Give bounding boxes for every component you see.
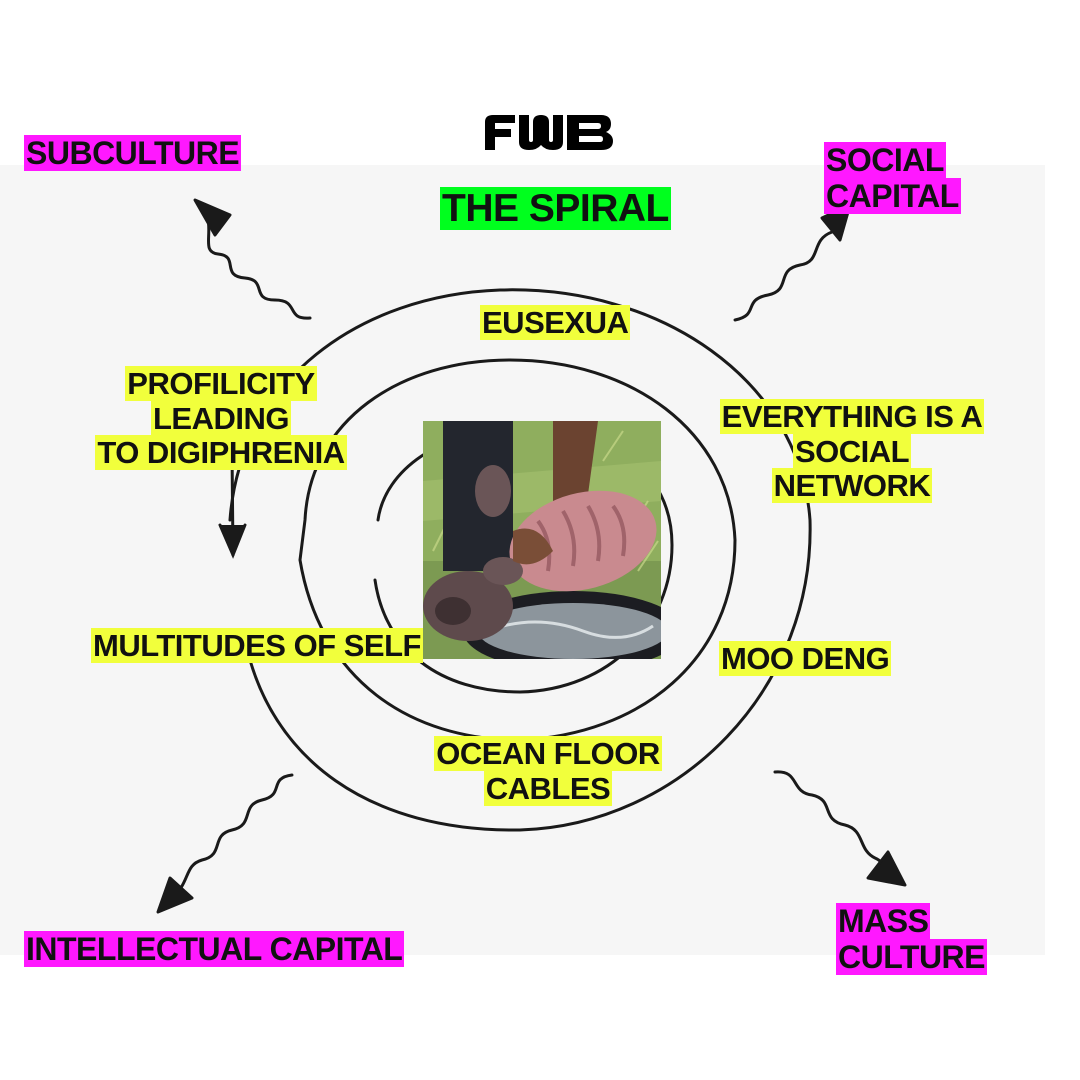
fwb-logo xyxy=(483,112,615,157)
arrow-head-mass-culture xyxy=(866,850,907,887)
everything-line-1: EVERYTHING IS A xyxy=(719,399,985,434)
moo-deng-photo xyxy=(423,421,661,659)
hippo-photo-illustration xyxy=(423,421,661,659)
social-capital-text: SOCIAL CAPITAL xyxy=(824,142,961,214)
arrow-head-intellectual-capital xyxy=(156,876,194,914)
label-eusexua: EUSEXUA xyxy=(480,305,631,341)
title-text: THE SPIRAL xyxy=(440,187,671,230)
profilicity-line-1: PROFILICITY LEADING xyxy=(125,366,317,436)
label-subculture: SUBCULTURE xyxy=(24,135,242,172)
mass-culture-text: MASS CULTURE xyxy=(836,903,987,975)
subculture-text: SUBCULTURE xyxy=(24,135,242,171)
profilicity-line-2: TO DIGIPHRENIA xyxy=(95,435,347,471)
fwb-logo-mark xyxy=(485,115,613,150)
multitudes-text: MULTITUDES OF SELF xyxy=(91,628,423,663)
arrow-head-subculture xyxy=(193,198,232,237)
moo-deng-text: MOO DENG xyxy=(719,641,892,676)
label-multitudes-of-self: MULTITUDES OF SELF xyxy=(91,628,423,664)
label-profilicity: PROFILICITY LEADING TO DIGIPHRENIA xyxy=(62,366,380,471)
label-everything-social-network: EVERYTHING IS A SOCIAL NETWORK xyxy=(718,399,986,504)
intellectual-capital-text: INTELLECTUAL CAPITAL xyxy=(24,931,405,967)
label-moo-deng: MOO DENG xyxy=(719,641,892,677)
label-ocean-floor-cables: OCEAN FLOOR CABLES xyxy=(428,736,668,806)
ocean-line-1: OCEAN FLOOR xyxy=(434,736,662,771)
everything-line-2: SOCIAL NETWORK xyxy=(771,433,933,504)
eusexua-text: EUSEXUA xyxy=(480,305,631,340)
label-mass-culture: MASS CULTURE xyxy=(836,903,1080,976)
diagram-title: THE SPIRAL xyxy=(440,187,671,231)
label-social-capital: SOCIAL CAPITAL xyxy=(824,142,1080,215)
label-intellectual-capital: INTELLECTUAL CAPITAL xyxy=(24,931,405,968)
ocean-line-2: CABLES xyxy=(483,770,613,806)
